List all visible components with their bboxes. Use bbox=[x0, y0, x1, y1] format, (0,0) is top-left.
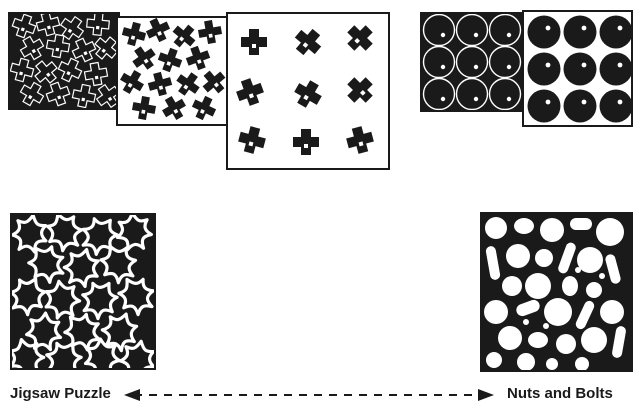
arrowhead-left-icon bbox=[124, 389, 140, 401]
label-nuts-and-bolts: Nuts and Bolts bbox=[507, 385, 613, 402]
arrowhead-right-icon bbox=[478, 389, 494, 401]
